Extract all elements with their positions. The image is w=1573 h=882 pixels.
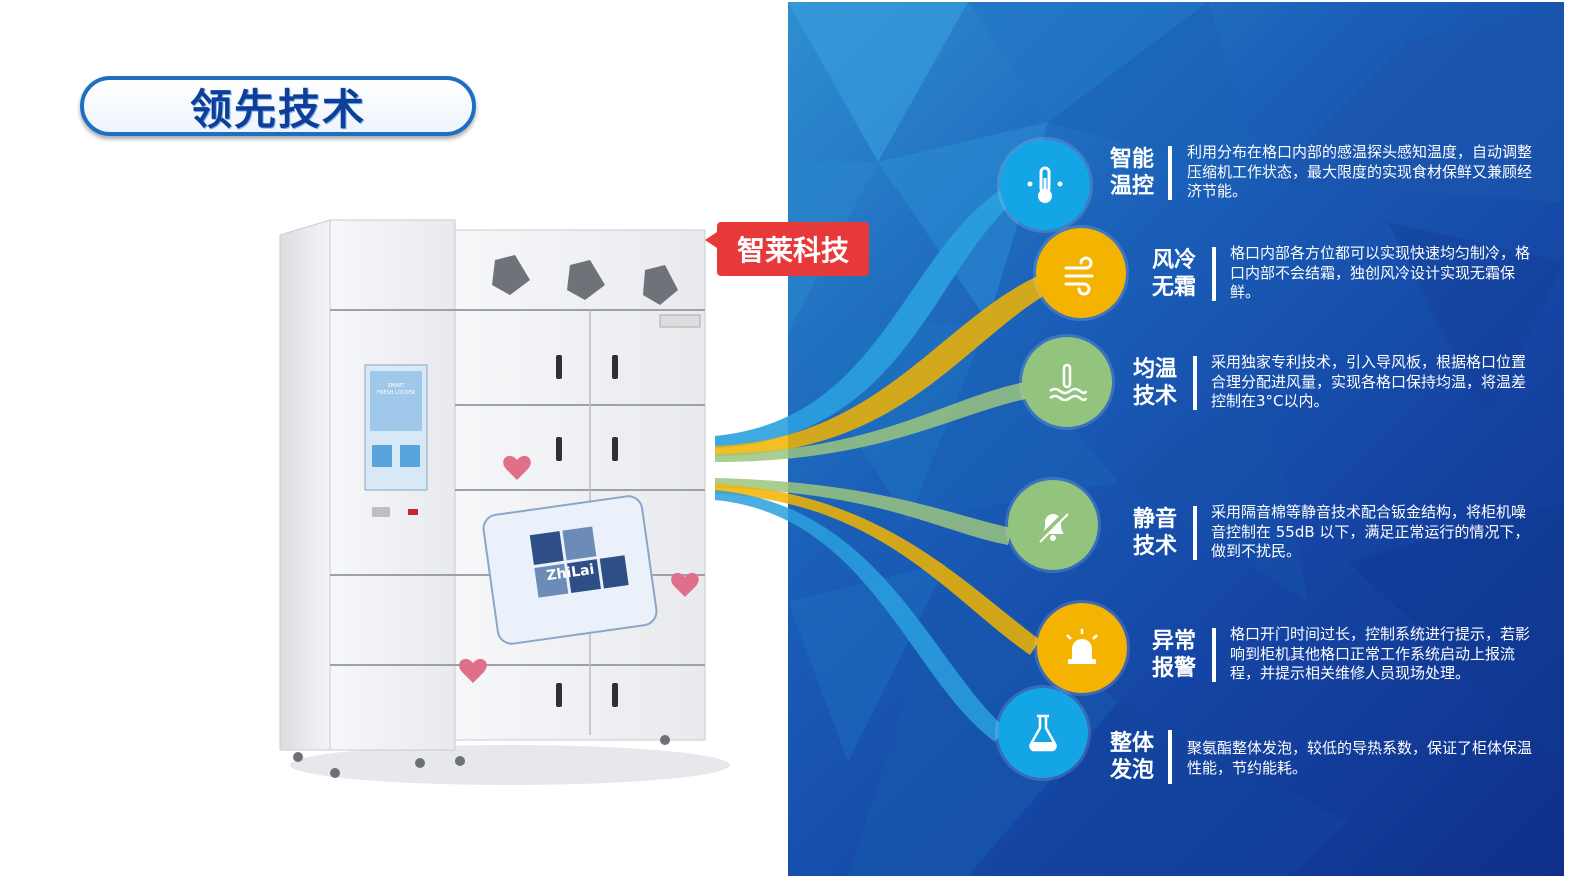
feature-title: 均温技术 (1133, 357, 1178, 409)
feature-title: 异常报警 (1152, 629, 1197, 681)
feature-icon-circle (1036, 228, 1126, 318)
feature-icon-circle (998, 688, 1088, 778)
screen-text-2: FRESH LOCKER (377, 390, 416, 396)
heart-icon (503, 455, 531, 480)
page-title-text: 领先技术 (189, 84, 366, 134)
heart-icon (459, 658, 487, 683)
feature-divider (1212, 628, 1216, 682)
heat-wave-icon (1049, 363, 1088, 402)
feature-description: 聚氨酯整体发泡，较低的导热系数，保证了柜体保温性能，节约能耗。 (1187, 739, 1533, 777)
feature-divider (1212, 247, 1216, 301)
feature-description: 格口内部各方位都可以实现快速均匀制冷，格口内部不会结霜，独创风冷设计实现无霜保鲜… (1230, 244, 1531, 301)
cabinet-logo: ZhiLai (545, 562, 595, 585)
feature-description: 格口开门时间过长，控制系统进行提示，若影响到柜机其他格口正常工作系统启动上报流程… (1230, 625, 1531, 682)
feature-divider (1193, 506, 1197, 560)
feature-description: 利用分布在格口内部的感温探头感知温度，自动调整压缩机工作状态，最大限度的实现食材… (1187, 143, 1533, 200)
brand-tag-text: 智莱科技 (736, 234, 849, 267)
alarm-light-icon (1066, 629, 1098, 664)
heart-icon (671, 572, 699, 597)
feature-description: 采用独家专利技术，引入导风板，根据格口位置合理分配进风量，实现各格口保持均温，将… (1211, 353, 1527, 410)
feature-icon-circle (1037, 603, 1127, 693)
wind-icon (1064, 256, 1094, 296)
flask-icon (1029, 714, 1057, 752)
feature-icon-circle (1022, 337, 1112, 427)
feature-divider (1193, 356, 1197, 410)
feature-title: 智能温控 (1110, 147, 1155, 199)
feature-icon-circle (1000, 140, 1090, 230)
feature-title: 静音技术 (1133, 507, 1178, 559)
feature-divider (1168, 730, 1172, 784)
mute-bell-icon (1036, 508, 1070, 543)
thermometer-icon (1027, 166, 1063, 203)
feature-title: 风冷无霜 (1152, 248, 1197, 300)
feature-icon-circle (1008, 480, 1098, 570)
feature-description: 采用隔音棉等静音技术配合钣金结构，将柜机噪音控制在 55dB 以下，满足正常运行… (1211, 503, 1530, 560)
feature-title: 整体发泡 (1110, 731, 1155, 783)
smart-locker-image: SMART FRESH LOCKER ZhiLai (279, 219, 730, 785)
brand-tag: 智莱科技 (705, 222, 869, 276)
screen-text-1: SMART (387, 383, 405, 389)
page-title: 领先技术 (80, 76, 476, 136)
feature-divider (1168, 146, 1172, 200)
